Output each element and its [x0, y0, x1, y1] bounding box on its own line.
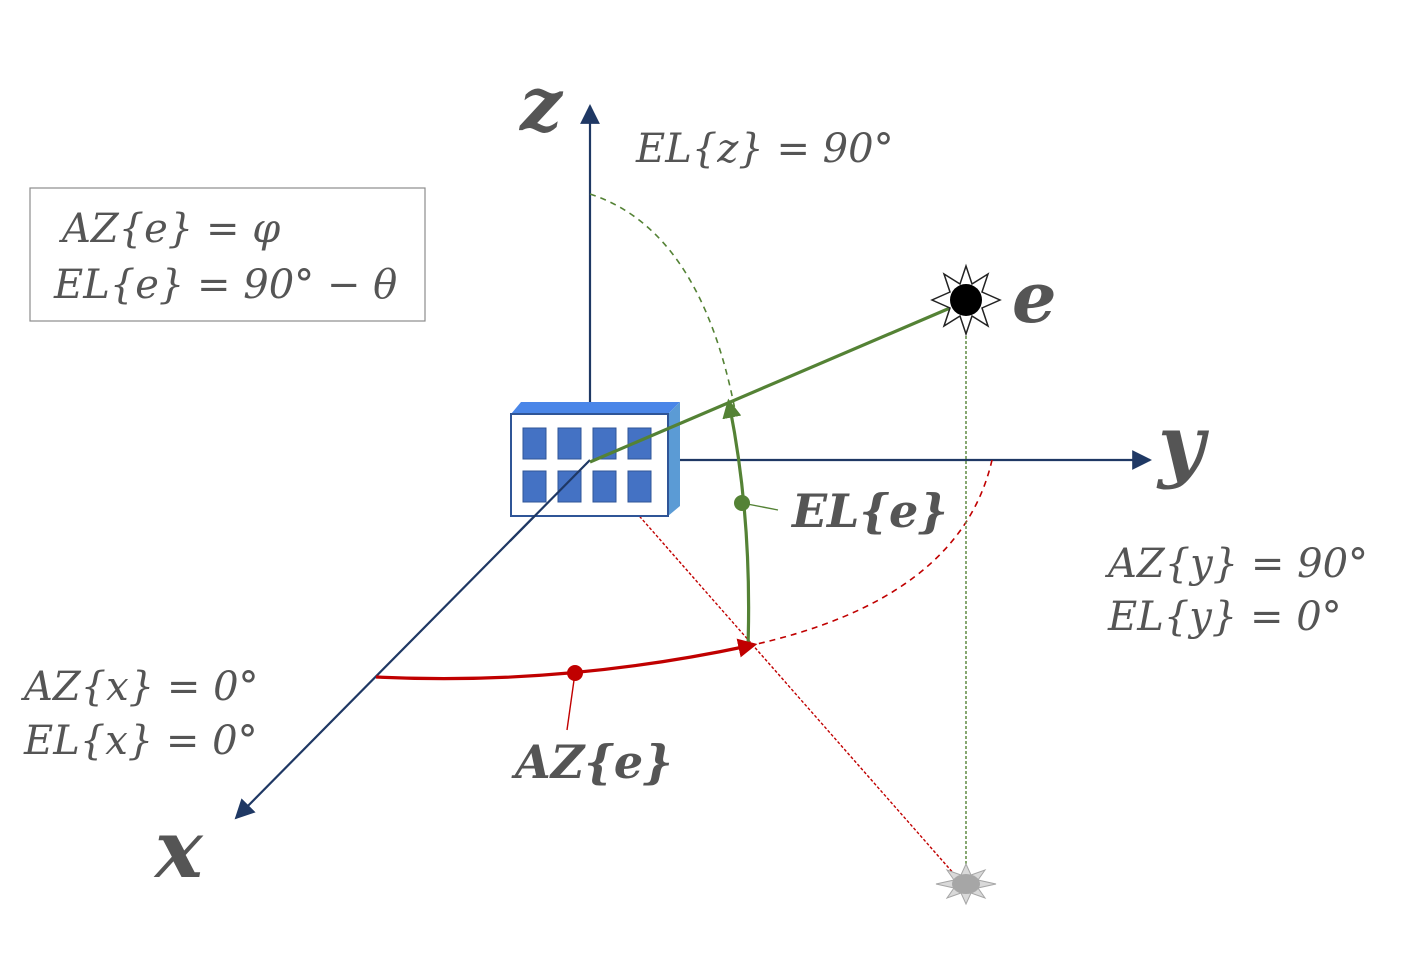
info-box-line1: AZ{e} = φ: [58, 206, 280, 252]
x-axis-label: x: [153, 802, 204, 896]
az-x-annotation: AZ{x} = 0°: [20, 664, 259, 710]
x-axis-overlay: [509, 459, 591, 542]
info-box: [29, 187, 426, 322]
z-axis-label: z: [518, 62, 564, 148]
el-z-annotation: EL{z} = 90°: [635, 126, 894, 172]
azimuth-arc: [375, 638, 758, 681]
el-e-dot: [734, 495, 750, 511]
el-y-annotation: EL{y} = 0°: [1107, 594, 1342, 640]
sun-shadow-icon: [935, 862, 997, 906]
az-e-dot: [567, 665, 583, 681]
y-axis-label: y: [1156, 397, 1210, 491]
sun-star-icon: [930, 263, 1002, 337]
info-box-line2: EL{e} = 90° − θ: [53, 262, 397, 308]
el-x-annotation: EL{x} = 0°: [23, 718, 258, 764]
az-y-annotation: AZ{y} = 90°: [1104, 541, 1368, 587]
az-e-pointer: [566, 672, 576, 731]
z-elevation-dashed-arc: [589, 193, 736, 411]
building-icon: [510, 402, 680, 517]
target-label: e: [1012, 256, 1057, 339]
projection-line: [589, 459, 963, 884]
elevation-arc: [722, 398, 751, 647]
az-e-label: AZ{e}: [511, 735, 673, 789]
target-vector: [589, 306, 951, 464]
el-e-label: EL{e}: [790, 484, 948, 538]
azimuth-dashed-arc: [747, 459, 993, 647]
